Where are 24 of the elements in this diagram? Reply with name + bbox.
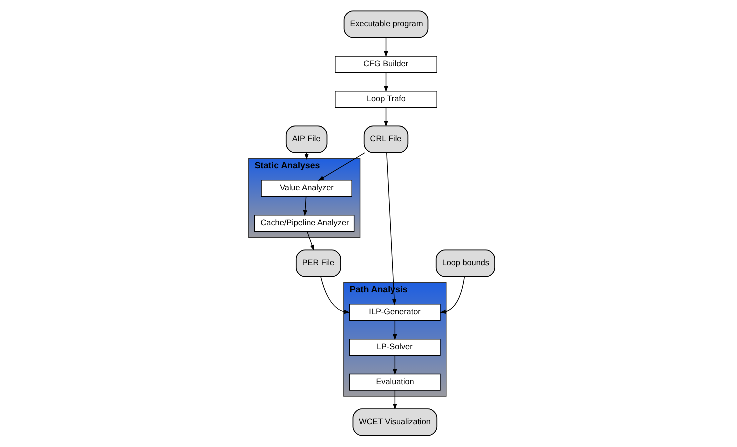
arrow <box>392 356 397 376</box>
arrow <box>392 390 397 410</box>
arrow <box>320 276 350 314</box>
node-box: Value Analyzer <box>260 180 352 198</box>
node-box: CFG Builder <box>334 56 437 74</box>
arrow <box>440 276 465 314</box>
node-box: Loop bounds <box>435 250 495 278</box>
node-box: PER File <box>295 250 341 278</box>
node-box: LP-Solver <box>349 338 440 356</box>
arrow <box>318 152 365 181</box>
node-box: CRL File <box>363 126 408 154</box>
arrow <box>392 320 397 340</box>
arrow <box>384 107 388 128</box>
node-box: Executable program <box>343 10 428 38</box>
node-box: Evaluation <box>349 374 440 391</box>
node-box: Loop Trafo <box>334 90 437 108</box>
arrow <box>386 152 396 306</box>
arrow <box>384 72 388 92</box>
node-box: WCET Visualization <box>352 408 438 436</box>
arrow <box>302 196 307 216</box>
node-box: Cache/Pipeline Analyzer <box>254 214 354 232</box>
arrow <box>306 231 314 251</box>
node-box: ILP-Generator <box>349 304 440 322</box>
arrow <box>384 38 388 58</box>
